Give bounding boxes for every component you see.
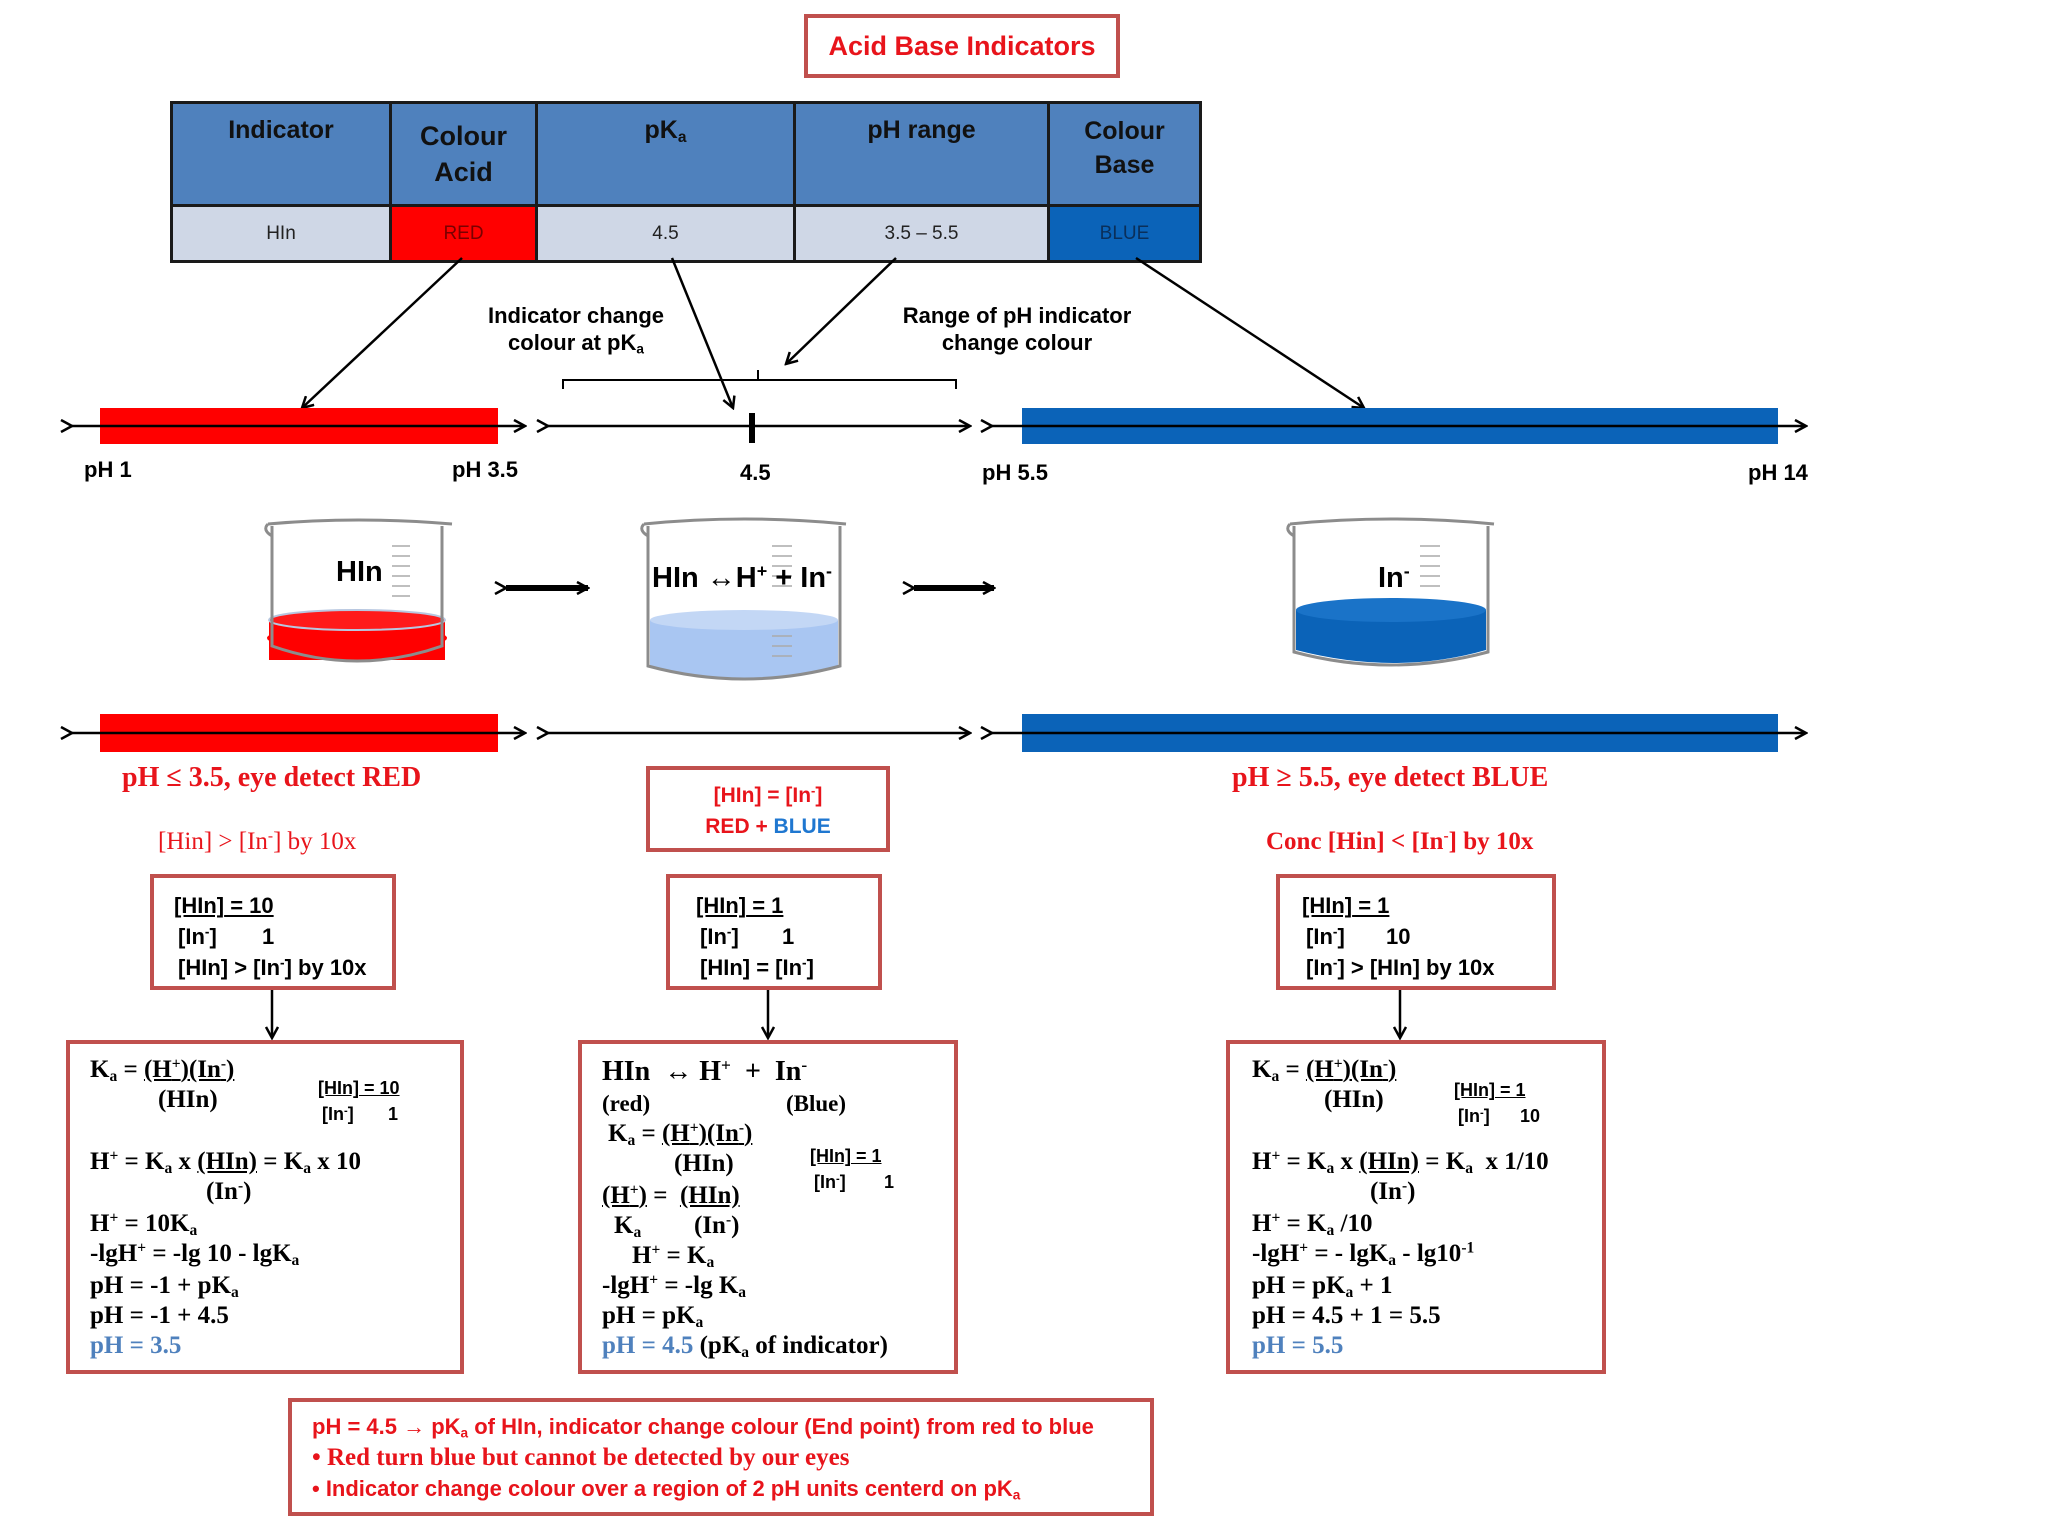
arrow-blue-to-bar — [1135, 256, 1364, 408]
beaker-middle — [640, 517, 847, 681]
left-detect: pH ≤ 3.5, eye detect RED — [122, 762, 422, 793]
scale-ph14: pH 14 — [1748, 460, 1808, 485]
beaker-left-marks — [392, 545, 410, 597]
footer-line-1: pH = 4.5 → pKa of HIn, indicator change … — [312, 1414, 1094, 1441]
left-ratio-box: [HIn] = 10 [In-] 1 [HIn] > [In-] by 10x — [150, 874, 396, 990]
arrow-range-to-brace — [786, 257, 897, 364]
left-ratio-title: [Hin] > [In-] by 10x — [158, 827, 357, 855]
pka-note: Indicator change colour at pKa — [487, 303, 665, 357]
beaker-right-label: In- — [1378, 561, 1410, 594]
cell-colour-acid: RED — [389, 204, 538, 263]
header-colour-base: Colour Base — [1047, 101, 1202, 207]
page-title: Acid Base Indicators — [828, 31, 1096, 61]
scale-ph55: pH 5.5 — [982, 460, 1049, 485]
arrow-pka-to-mark — [670, 257, 733, 408]
range-note: Range of pH indicator change colour — [902, 303, 1132, 355]
right-ratio-box: [HIn] = 1 [In-] 10 [In-] > [HIn] by 10x — [1276, 874, 1556, 990]
beaker-left-label: HIn — [336, 556, 383, 588]
scale-ph45: 4.5 — [740, 460, 771, 485]
mid-ratio-box: [HIn] = 1 [In-] 1 [HIn] = [In-] — [666, 874, 882, 990]
equal-box: [HIn] = [In-] RED + BLUE — [646, 766, 890, 852]
header-colour-acid: Colour Acid — [389, 101, 538, 207]
indicator-table: Indicator Colour Acid pKa pH range Colou… — [170, 101, 1202, 263]
cell-ph-range: 3.5 – 5.5 — [793, 204, 1050, 263]
footer-line-3: • Indicator change colour over a region … — [312, 1476, 1021, 1503]
cell-pka: 4.5 — [535, 204, 796, 263]
footer-line-2: • Red turn blue but cannot be detected b… — [312, 1444, 850, 1471]
scale-ph1: pH 1 — [84, 457, 132, 482]
right-detect: pH ≥ 5.5, eye detect BLUE — [1232, 762, 1549, 793]
right-ratio-title: Conc [Hin] < [In-] by 10x — [1266, 827, 1534, 855]
cell-colour-base: BLUE — [1047, 204, 1202, 263]
beaker-left — [264, 518, 453, 663]
header-indicator: Indicator — [170, 101, 392, 207]
right-calc-box: Ka = (H+)(In-) (HIn) [HIn] = 1 [In-] 10 … — [1226, 1040, 1606, 1374]
cell-indicator: HIn — [170, 204, 392, 263]
header-pka: pKa — [535, 101, 796, 207]
scale-ph35: pH 3.5 — [452, 457, 519, 482]
arrow-red-to-bar — [302, 257, 463, 408]
range-brace — [562, 370, 957, 389]
mid-calc-box: HIn ↔ H+ + In- (red) (Blue) Ka = (H+)(In… — [578, 1040, 958, 1374]
title-box: Acid Base Indicators — [804, 14, 1120, 78]
beaker-right — [1286, 517, 1495, 667]
pka-tick — [749, 413, 755, 443]
header-ph-range: pH range — [793, 101, 1050, 207]
footer-box: pH = 4.5 → pKa of HIn, indicator change … — [288, 1398, 1154, 1516]
left-calc-box: Ka = (H+)(In-) (HIn) [HIn] = 10 [In-] 1 … — [66, 1040, 464, 1374]
beaker-middle-label: HIn ↔H+ + In- — [652, 561, 833, 594]
